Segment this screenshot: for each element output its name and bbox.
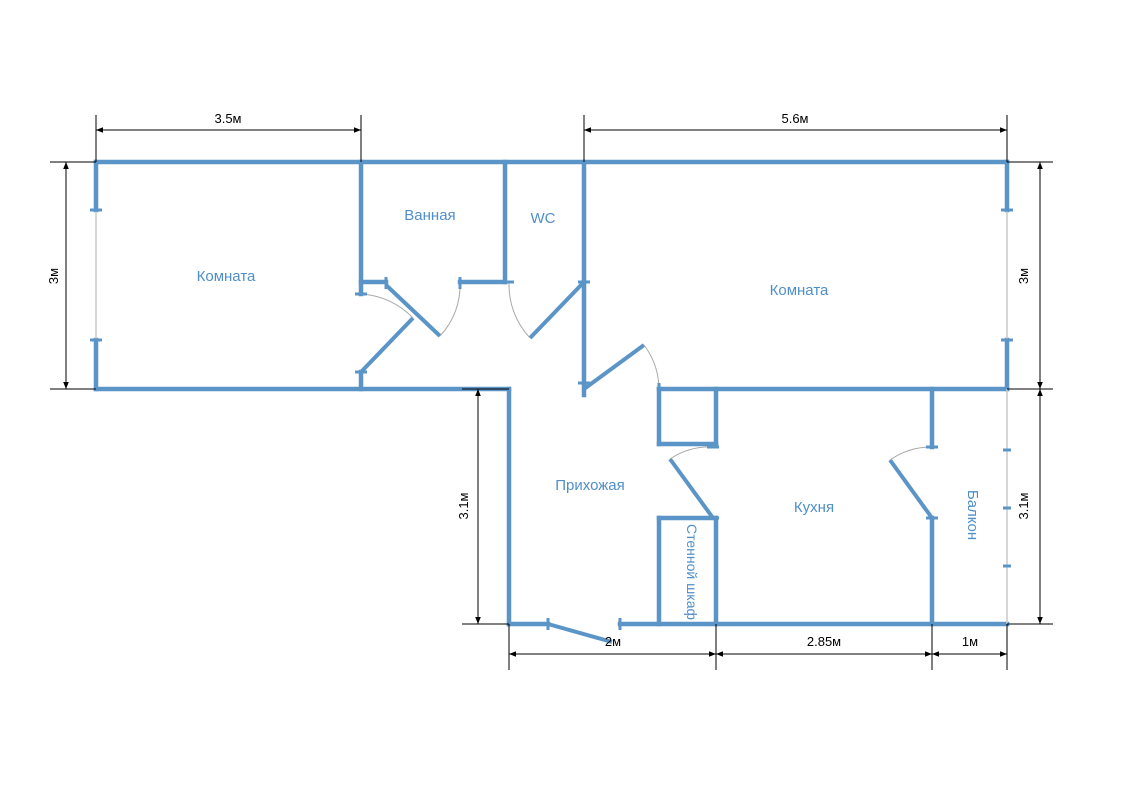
room-label-bathroom: Ванная	[404, 207, 455, 224]
door-wc	[528, 280, 586, 340]
dim-label-top-left: 3.5м	[214, 111, 241, 126]
room-label-wc: WC	[531, 210, 556, 227]
dim-label-bottom-kitchen: 2.85м	[807, 634, 841, 649]
dim-label-hallway: 3.1м	[456, 492, 471, 519]
room-label-kitchen: Кухня	[794, 499, 834, 516]
room-labels: Комната Ванная WC Комната Прихожая Кухня…	[197, 207, 981, 620]
door-kitchen	[668, 457, 715, 520]
dim-label-right-upper: 3м	[1016, 268, 1031, 284]
dim-label-left: 3м	[46, 268, 61, 284]
door-right-room	[582, 343, 646, 391]
dim-label-top-right: 5.6м	[781, 111, 808, 126]
windows	[90, 208, 1013, 624]
dimensions: 3.5м 5.6м 3м 3м 3.1м 3.1м 2м 2.85м	[46, 111, 1053, 670]
walls	[93, 159, 1010, 627]
room-label-left: Комната	[197, 268, 256, 285]
doors	[355, 277, 938, 644]
room-label-balcony: Балкон	[964, 490, 981, 540]
door-left-room	[359, 316, 415, 374]
dim-label-bottom-balcony: 1м	[962, 634, 978, 649]
dim-label-bottom-hallway: 2м	[605, 634, 621, 649]
door-balcony	[888, 458, 934, 520]
room-label-closet: Стенной шкаф	[684, 524, 700, 620]
room-label-right: Комната	[770, 282, 829, 299]
room-label-hallway: Прихожая	[555, 477, 625, 494]
dim-label-right-lower: 3.1м	[1016, 492, 1031, 519]
door-bathroom	[384, 283, 442, 338]
door-entrance	[547, 622, 613, 644]
